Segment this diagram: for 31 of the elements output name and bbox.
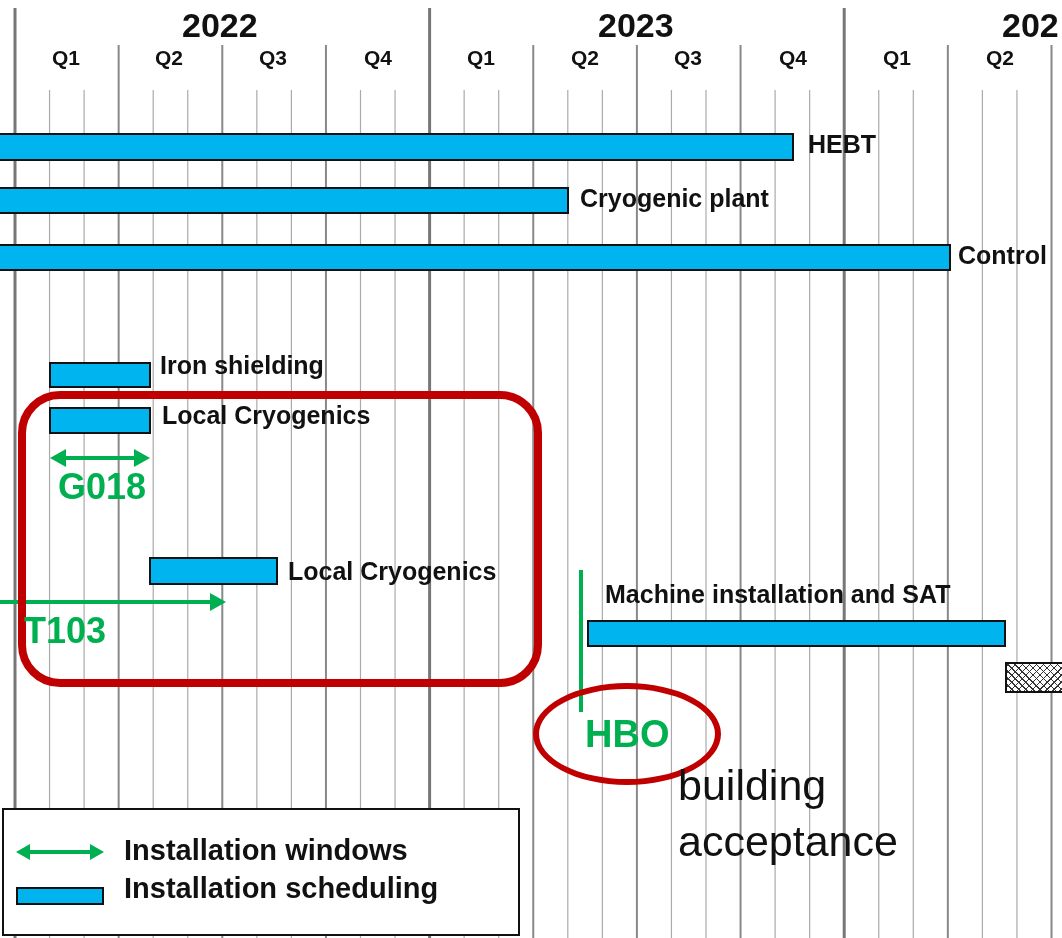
- schedule-bar: [149, 557, 278, 585]
- bar-label: Machine installation and SAT: [605, 580, 951, 609]
- quarter-label: Q2: [155, 46, 183, 70]
- milestone-label: HBO: [585, 712, 670, 756]
- quarter-label: Q4: [779, 46, 807, 70]
- quarter-label: Q3: [674, 46, 702, 70]
- schedule-bar: [587, 620, 1006, 647]
- schedule-bar: [49, 407, 151, 434]
- window-label: G018: [58, 466, 147, 508]
- schedule-bar: [0, 133, 794, 161]
- year-label: 202: [1002, 6, 1059, 45]
- highlight-frame: [18, 391, 542, 687]
- schedule-bar: [0, 187, 569, 214]
- quarter-label: Q2: [571, 46, 599, 70]
- schedule-bar: [49, 362, 151, 388]
- bar-label: Cryogenic plant: [580, 184, 769, 213]
- year-label: 2023: [598, 6, 674, 45]
- quarter-label: Q1: [883, 46, 911, 70]
- schedule-bar: [0, 244, 951, 271]
- legend-label: Installation scheduling: [124, 872, 439, 905]
- year-label: 2022: [182, 6, 258, 45]
- bar-label: Local Cryogenics: [162, 401, 371, 430]
- quarter-label: Q1: [467, 46, 495, 70]
- bar-label: Control: [958, 241, 1047, 270]
- legend-label: Installation windows: [124, 834, 408, 867]
- quarter-label: Q3: [259, 46, 287, 70]
- bar-label: Iron shielding: [160, 351, 324, 380]
- quarter-label: Q1: [52, 46, 80, 70]
- hatched-bar: [1005, 662, 1062, 693]
- quarter-label: Q4: [364, 46, 392, 70]
- quarter-label: Q2: [986, 46, 1014, 70]
